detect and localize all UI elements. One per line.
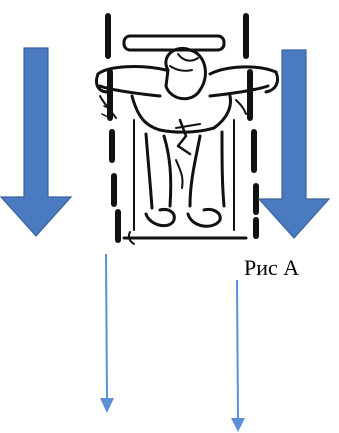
wheelchair-illustration (94, 13, 280, 245)
left-wheel (105, 13, 121, 243)
left-large-down-arrow-icon (0, 47, 73, 237)
right-large-down-arrow-icon (257, 49, 331, 239)
right-wheel (243, 13, 259, 239)
left-thin-down-arrow-icon (100, 253, 114, 413)
right-thin-down-arrow-icon (231, 279, 245, 432)
figure-caption: Рис А (244, 255, 300, 280)
